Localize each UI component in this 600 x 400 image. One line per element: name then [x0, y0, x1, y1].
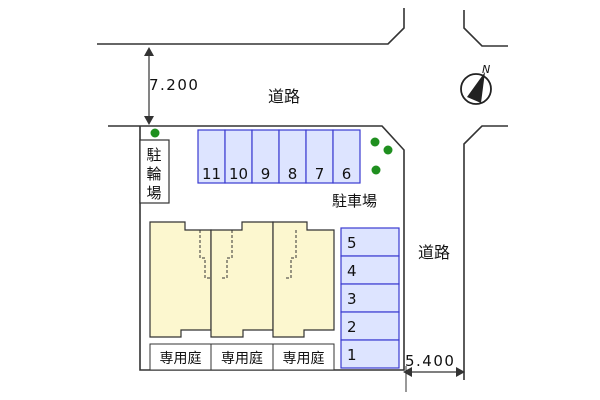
east-road-label: 道路 — [418, 243, 450, 262]
parking-top-row: 11 10 9 8 7 6 — [197, 129, 361, 184]
parking-number-6: 6 — [342, 165, 352, 183]
east-road-width-label: 5.400 — [405, 352, 455, 370]
parking-number-9: 9 — [261, 165, 271, 183]
parking-space-3 — [340, 283, 400, 313]
east-road-corner-edge — [463, 125, 508, 380]
bicycle-parking-label-char: 輪 — [146, 165, 161, 183]
compass-north-letter: N — [482, 63, 490, 76]
north-dimension-arrow-top — [144, 47, 154, 56]
unit-3-interior-line — [285, 230, 297, 279]
north-road-label: 道路 — [268, 87, 300, 106]
site-boundary — [108, 125, 405, 371]
tree-icon — [371, 165, 381, 175]
east-dimension-arrow-right — [456, 367, 465, 377]
building-unit-2 — [210, 221, 274, 338]
parking-right-column: 5 4 3 2 1 — [340, 227, 400, 369]
parking-label: 駐車場 — [332, 192, 377, 210]
parking-space-6 — [332, 129, 361, 184]
building-unit-3 — [272, 221, 335, 338]
tree-icon — [370, 137, 380, 147]
parking-space-2 — [340, 311, 400, 341]
north-dimension-arrow-bottom — [144, 116, 154, 125]
parking-space-10 — [224, 129, 253, 184]
building — [149, 221, 335, 338]
bicycle-parking-area — [139, 139, 170, 204]
private-gardens: 専用庭 専用庭 専用庭 — [149, 343, 335, 371]
parking-space-11 — [197, 129, 226, 184]
parking-space-8 — [278, 129, 307, 184]
parking-number-1: 1 — [347, 346, 357, 364]
unit-1-interior-line — [199, 230, 211, 279]
bicycle-parking-label-char: 場 — [146, 184, 161, 202]
private-garden-label: 専用庭 — [160, 350, 202, 367]
parking-number-7: 7 — [315, 165, 325, 183]
building-unit-1 — [149, 221, 212, 338]
private-garden-label: 専用庭 — [283, 350, 325, 367]
parking-number-3: 3 — [347, 290, 357, 308]
parking-number-5: 5 — [347, 234, 357, 252]
parking-number-11: 11 — [202, 165, 221, 183]
east-dimension-arrow-left — [403, 367, 412, 377]
north-road-width-label: 7.200 — [149, 76, 199, 94]
parking-number-2: 2 — [347, 318, 357, 336]
bicycle-parking-label-char: 駐 — [146, 146, 161, 164]
parking-number-10: 10 — [229, 165, 248, 183]
parking-space-1 — [340, 339, 400, 369]
parking-number-4: 4 — [347, 262, 357, 280]
north-road-edge — [97, 8, 405, 45]
northeast-road-edge — [463, 10, 508, 47]
private-garden — [272, 343, 335, 371]
parking-space-7 — [305, 129, 334, 184]
private-garden-label: 専用庭 — [221, 350, 263, 367]
private-garden — [149, 343, 212, 371]
parking-number-8: 8 — [288, 165, 298, 183]
unit-2-interior-line — [221, 230, 233, 279]
north-arrow-icon: N — [460, 63, 492, 105]
tree-icon — [383, 145, 393, 155]
tree-icon — [150, 128, 160, 138]
